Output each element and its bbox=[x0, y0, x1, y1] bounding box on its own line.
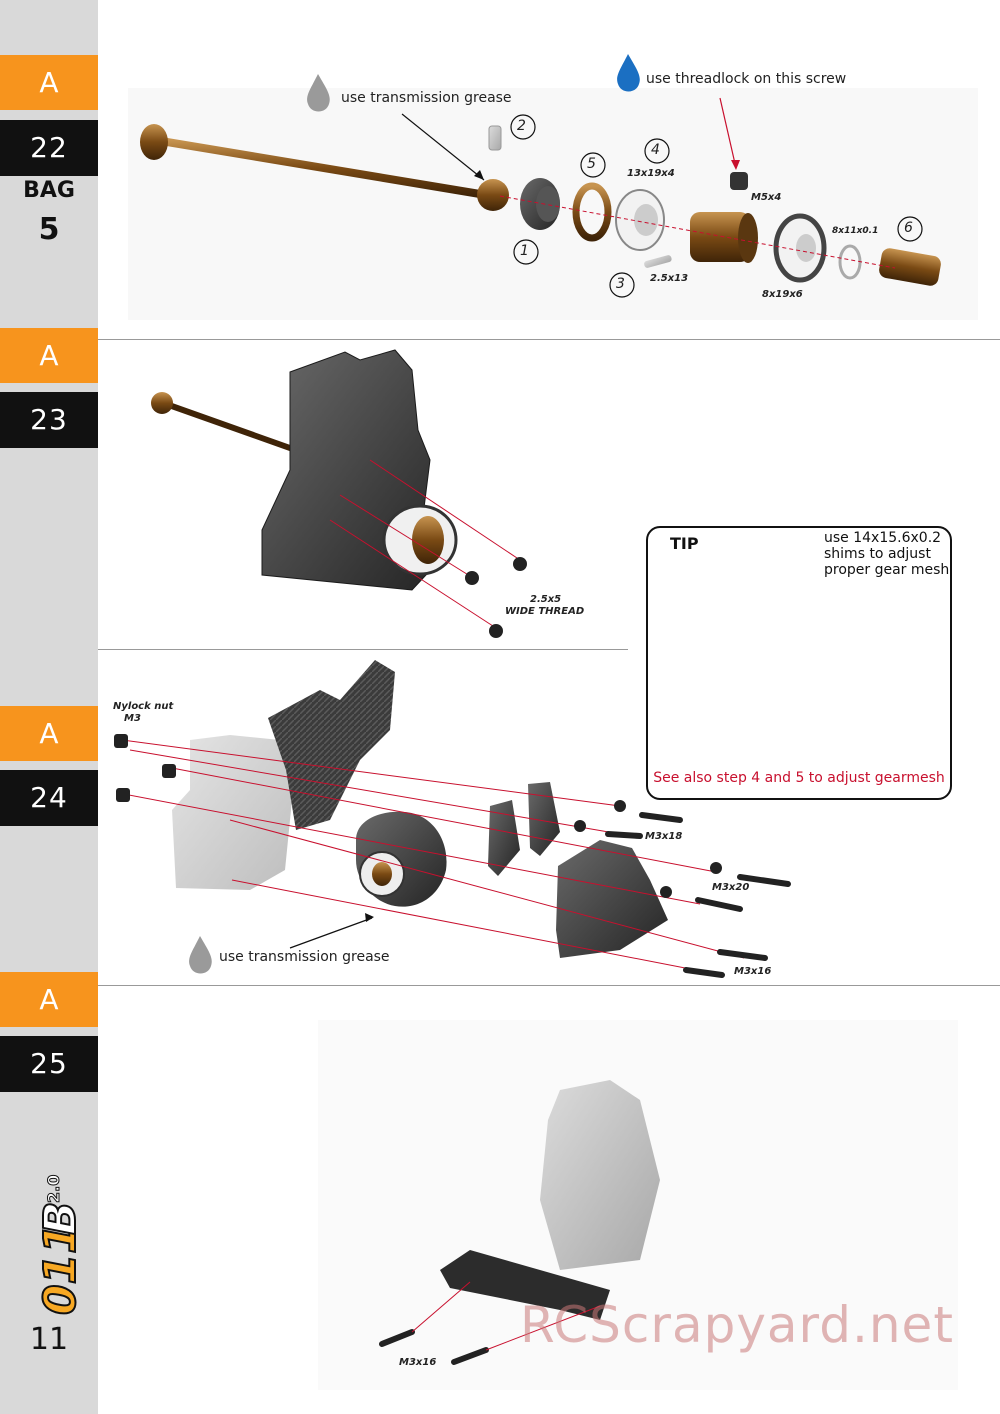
callout-5: 5 bbox=[587, 156, 596, 172]
nylock-size: M3 bbox=[124, 713, 141, 724]
divider-22-23 bbox=[98, 339, 1000, 340]
tip-note: See also step 4 and 5 to adjust gearmesh bbox=[653, 770, 945, 786]
step-22-grease-note: use transmission grease bbox=[341, 90, 512, 106]
svg-text:B: B bbox=[35, 1201, 86, 1235]
dim-bearing-a: 13x19x4 bbox=[627, 168, 675, 179]
step-23-number: 23 bbox=[0, 392, 98, 448]
screw-m3x18-label: M3x18 bbox=[645, 831, 683, 842]
callout-4: 4 bbox=[651, 142, 660, 158]
screw-m3x16-label: M3x16 bbox=[734, 966, 772, 977]
divider-24-25 bbox=[98, 985, 1000, 986]
step-25-illustration bbox=[318, 1020, 958, 1390]
step-25-letter: A bbox=[0, 972, 98, 1027]
watermark: RCScrapyard.net bbox=[520, 1296, 954, 1354]
step-22-letter: A bbox=[0, 55, 98, 110]
divider-23-24 bbox=[98, 649, 628, 650]
brand-logo: 011 B 2.0 bbox=[34, 1174, 87, 1316]
step-22-illustration bbox=[128, 54, 978, 320]
svg-text:2.0: 2.0 bbox=[44, 1175, 63, 1203]
callout-1: 1 bbox=[520, 243, 529, 259]
svg-text:011: 011 bbox=[35, 1223, 86, 1315]
tip-box: TIP use 14x15.6x0.2 shims to adjust prop… bbox=[646, 526, 952, 800]
step-24-letter: A bbox=[0, 706, 98, 761]
bag-label: BAG bbox=[23, 178, 75, 203]
nylock-label: Nylock nut bbox=[113, 701, 174, 712]
tip-text: use 14x15.6x0.2 shims to adjust proper g… bbox=[824, 530, 950, 578]
callout-3: 3 bbox=[616, 276, 625, 292]
step-24-grease-note: use transmission grease bbox=[219, 949, 390, 965]
screw-m3x20-label: M3x20 bbox=[712, 882, 750, 893]
step-22-number: 22 bbox=[0, 120, 98, 176]
tip-title: TIP bbox=[670, 534, 699, 553]
step-23-illustration bbox=[151, 349, 527, 638]
bag-number: 5 bbox=[38, 212, 60, 247]
step-24-illustration bbox=[114, 660, 791, 978]
callout-2: 2 bbox=[517, 118, 526, 134]
dim-screw-m5x4: M5x4 bbox=[751, 192, 782, 203]
step-23-letter: A bbox=[0, 328, 98, 383]
page-number: 11 bbox=[29, 1322, 69, 1357]
dim-shim: 8x11x0.1 bbox=[832, 226, 879, 236]
step-22-threadlock-note: use threadlock on this screw bbox=[646, 71, 847, 87]
step-23-screw-spec: 2.5x5 bbox=[530, 594, 562, 605]
step-25-screw-label: M3x16 bbox=[399, 1357, 437, 1368]
step-23-screw-thread: WIDE THREAD bbox=[505, 606, 585, 617]
sidebar: A 22 BAG 5 A 23 A 24 A 25 011 B 2.0 11 bbox=[0, 0, 98, 1414]
step-25-number: 25 bbox=[0, 1036, 98, 1092]
callout-6: 6 bbox=[904, 220, 913, 236]
step-24-number: 24 bbox=[0, 770, 98, 826]
dim-bearing-b: 8x19x6 bbox=[762, 289, 803, 300]
dim-pin: 2.5x13 bbox=[650, 273, 689, 284]
